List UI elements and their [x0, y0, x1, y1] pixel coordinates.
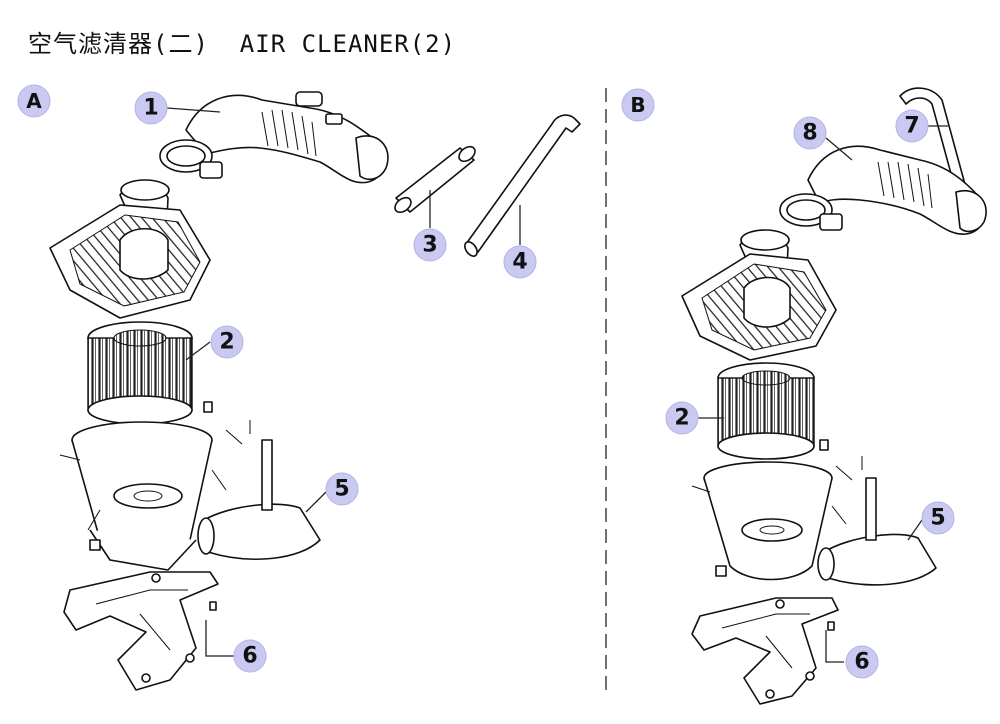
svg-text:8: 8 [802, 121, 817, 146]
leader-lines [166, 107, 948, 663]
long-bent-pipe [464, 114, 581, 257]
callout-a-1: 1 [134, 91, 168, 125]
svg-text:7: 7 [904, 114, 919, 139]
housing-body-b [691, 439, 847, 581]
page-title: 空气滤清器(二) AIR CLEANER(2) [28, 30, 457, 58]
section-label-b-text: B [630, 93, 645, 117]
section-label-a: A [17, 84, 51, 118]
svg-text:6: 6 [242, 644, 257, 669]
callout-b-2: 2 [665, 401, 699, 435]
mounting-bracket-a [63, 571, 219, 691]
intake-hose-b [779, 145, 987, 235]
callout-a-5: 5 [325, 472, 359, 506]
svg-text:6: 6 [854, 650, 869, 675]
air-duct-a [197, 420, 321, 560]
svg-text:2: 2 [674, 406, 689, 431]
air-duct-b [817, 456, 937, 586]
svg-text:5: 5 [334, 477, 349, 502]
section-b-drawing [681, 87, 987, 705]
section-label-b: B [621, 88, 655, 122]
callout-b-6: 6 [845, 645, 879, 679]
svg-text:3: 3 [422, 233, 437, 258]
housing-body-a [59, 401, 227, 571]
section-label-a-text: A [26, 89, 42, 113]
svg-text:4: 4 [512, 250, 527, 275]
callout-a-2: 2 [210, 325, 244, 359]
callout-a-3: 3 [413, 228, 447, 262]
housing-cover-a [49, 179, 211, 319]
mounting-bracket-b [691, 597, 839, 705]
short-pipe [394, 145, 476, 214]
svg-text:5: 5 [930, 506, 945, 531]
callout-a-6: 6 [233, 639, 267, 673]
filter-element-b [717, 362, 815, 460]
svg-text:1: 1 [143, 96, 158, 121]
filter-element-a [87, 321, 193, 425]
callout-b-5: 5 [921, 501, 955, 535]
svg-text:2: 2 [219, 330, 234, 355]
housing-cover-b [681, 229, 837, 361]
callout-b-7: 7 [895, 109, 929, 143]
section-a-drawing [49, 91, 581, 691]
callout-b-8: 8 [793, 116, 827, 150]
callout-a-4: 4 [503, 245, 537, 279]
intake-hose-a [159, 91, 389, 184]
